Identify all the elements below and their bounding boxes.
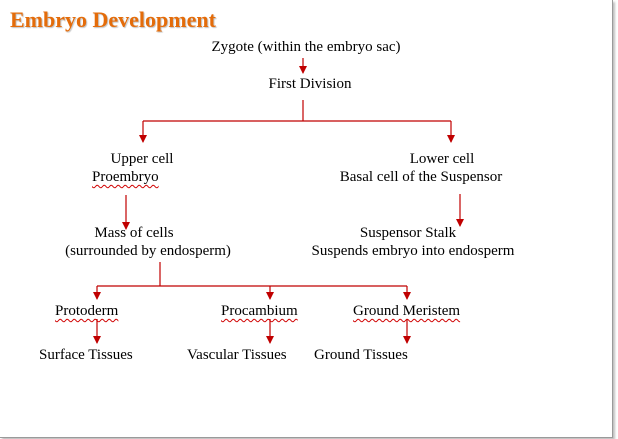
node-ground-meristem: Ground Meristem	[353, 302, 460, 320]
node-basal-cell: Basal cell of the Suspensor	[339, 169, 503, 185]
node-ground-tissues: Ground Tissues	[314, 347, 408, 363]
node-first-division: First Division	[268, 76, 352, 92]
node-vascular-tissues: Vascular Tissues	[187, 347, 287, 363]
node-suspends-embryo: Suspends embryo into endosperm	[311, 243, 515, 259]
node-protoderm: Protoderm	[55, 302, 118, 320]
node-lower-cell: Lower cell	[409, 151, 475, 167]
protoderm-text: Protoderm	[55, 303, 119, 319]
page-title: Embryo Development	[10, 7, 216, 32]
node-suspensor-stalk: Suspensor Stalk	[359, 225, 457, 241]
node-surrounded-by-endosperm: (surrounded by endosperm)	[65, 243, 231, 259]
ground-meristem-text: Ground Meristem	[353, 303, 461, 319]
node-proembryo: Proembryo	[92, 168, 159, 186]
node-procambium: Procambium	[221, 302, 298, 320]
node-zygote: Zygote (within the embryo sac)	[211, 39, 401, 55]
node-surface-tissues: Surface Tissues	[39, 347, 133, 363]
node-upper-cell: Upper cell	[110, 151, 174, 167]
proembryo-text: Proembryo	[92, 169, 159, 185]
procambium-text: Procambium	[221, 303, 298, 319]
node-mass-of-cells: Mass of cells	[94, 225, 174, 241]
